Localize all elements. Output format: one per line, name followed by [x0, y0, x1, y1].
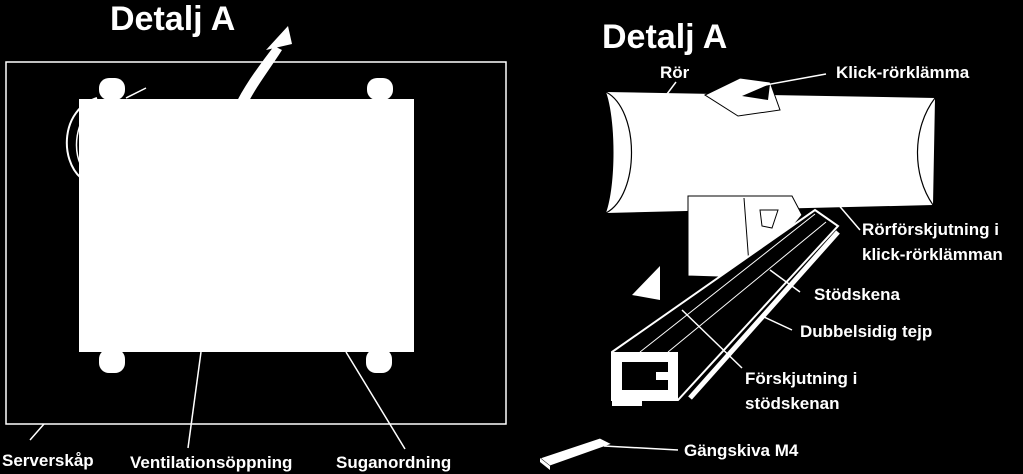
rail-edge: [667, 221, 827, 353]
cabinet-foot: [99, 349, 125, 373]
label-click-clamp: Klick-rörklämma: [836, 63, 970, 82]
pipe: [606, 92, 935, 213]
label-threaded-plate: Gängskiva M4: [684, 441, 799, 460]
label-double-tape: Dubbelsidig tejp: [800, 322, 932, 341]
threaded-plate-side: [540, 458, 550, 470]
left-panel: Detalj A Serverskåp Ventilationsöppning …: [2, 0, 507, 472]
click-clamp-top: [703, 77, 781, 117]
leader-click-clamp: [759, 73, 827, 87]
label-pipe: Rör: [660, 63, 690, 82]
pipe-end-arc: [605, 91, 632, 214]
leader-suction: [345, 351, 406, 450]
cabinet-foot: [99, 78, 125, 100]
rail-slide-arrow-icon: [632, 266, 660, 300]
threaded-plate: [538, 437, 614, 467]
label-rail-offset-2: stödskenan: [745, 394, 839, 413]
rail-edge: [639, 213, 816, 353]
cabinet-foot: [366, 349, 392, 373]
leader-threaded-plate: [603, 445, 679, 451]
server-cabinet-outline: [5, 61, 507, 425]
pipe-loop-inner: [75, 99, 103, 171]
label-rail-offset-1: Förskjutning i: [745, 369, 857, 388]
rail-bottom-plate: [612, 400, 642, 406]
label-ventilation-opening: Ventilationsöppning: [130, 453, 292, 472]
leader-rail-offset: [681, 309, 743, 369]
label-pipe-offset-2: klick-rörklämman: [862, 245, 1003, 264]
leader-pipe: [657, 81, 677, 107]
pipe-end-arc: [916, 97, 936, 206]
left-title: Detalj A: [110, 0, 235, 38]
suction-device-body: [79, 99, 414, 352]
label-suction-device: Suganordning: [336, 453, 451, 472]
cabinet-foot: [367, 78, 393, 100]
leader-server-cabinet: [29, 423, 45, 441]
leader-double-tape: [761, 315, 793, 331]
right-title: Detalj A: [602, 18, 727, 56]
click-clamp-hook: [742, 84, 770, 100]
outlet-arrow-icon: [266, 26, 292, 50]
label-support-rail: Stödskena: [814, 285, 901, 304]
rail-profile: [612, 352, 678, 400]
leader-support-rail: [769, 269, 801, 293]
leader-ventilation: [187, 351, 202, 449]
double-tape: [688, 230, 840, 400]
leader-pipe-offset: [835, 201, 861, 231]
detail-pointer: [125, 87, 147, 99]
label-server-cabinet: Serverskåp: [2, 451, 94, 470]
right-panel: Detalj A Rör Klick-rörklämma Rörförskjut…: [538, 18, 1003, 470]
outlet-pipe: [237, 46, 282, 101]
clamp-notch: [759, 209, 779, 229]
label-pipe-offset-1: Rörförskjutning i: [862, 220, 999, 239]
pipe-loop: [65, 97, 98, 179]
